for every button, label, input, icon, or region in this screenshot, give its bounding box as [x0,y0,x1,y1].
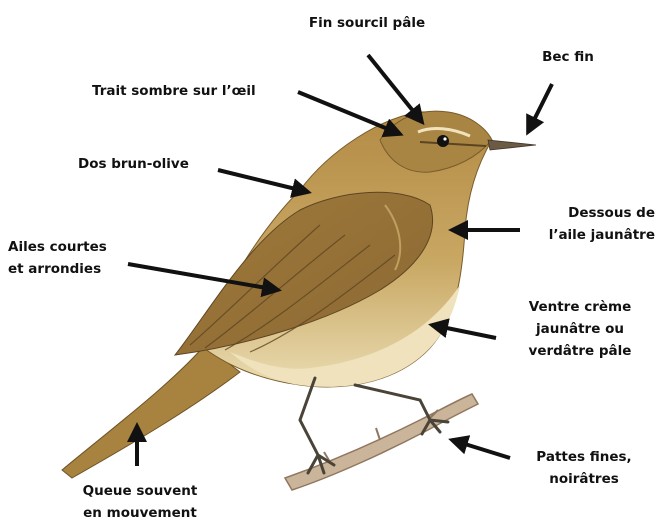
label-ventre-line1: Ventre crème [500,296,660,318]
bird-legs [300,378,448,473]
label-dos: Dos brun-olive [78,153,189,175]
bird-beak [488,140,536,150]
label-trait-sombre: Trait sombre sur l’œil [92,80,256,102]
label-dessous-aile-line2: l’aile jaunâtre [500,224,655,246]
arrow-fin-sourcil [368,55,422,122]
label-ailes: Ailes courtes et arrondies [8,236,107,280]
label-ventre: Ventre crème jaunâtre ou verdâtre pâle [500,296,660,362]
label-pattes-line2: noirâtres [512,468,656,490]
label-queue-line2: en mouvement [60,502,220,524]
label-ailes-line1: Ailes courtes [8,236,107,258]
bird-eye [437,135,449,147]
label-pattes: Pattes fines, noirâtres [512,446,656,490]
label-pattes-line1: Pattes fines, [512,446,656,468]
bird-tail [62,345,240,478]
arrow-dos [218,170,308,192]
arrow-pattes [452,440,510,458]
arrow-trait-sombre [298,92,400,134]
label-dessous-aile: Dessous de l’aile jaunâtre [500,202,655,246]
label-queue: Queue souvent en mouvement [60,480,220,524]
label-fin-sourcil: Fin sourcil pâle [292,12,442,34]
branch [285,394,478,490]
label-ailes-line2: et arrondies [8,258,107,280]
label-queue-line1: Queue souvent [60,480,220,502]
label-ventre-line2: jaunâtre ou [500,318,660,340]
arrow-bec-fin [528,84,552,132]
label-bec-fin: Bec fin [520,46,616,68]
label-ventre-line3: verdâtre pâle [500,340,660,362]
label-dessous-aile-line1: Dessous de [500,202,655,224]
